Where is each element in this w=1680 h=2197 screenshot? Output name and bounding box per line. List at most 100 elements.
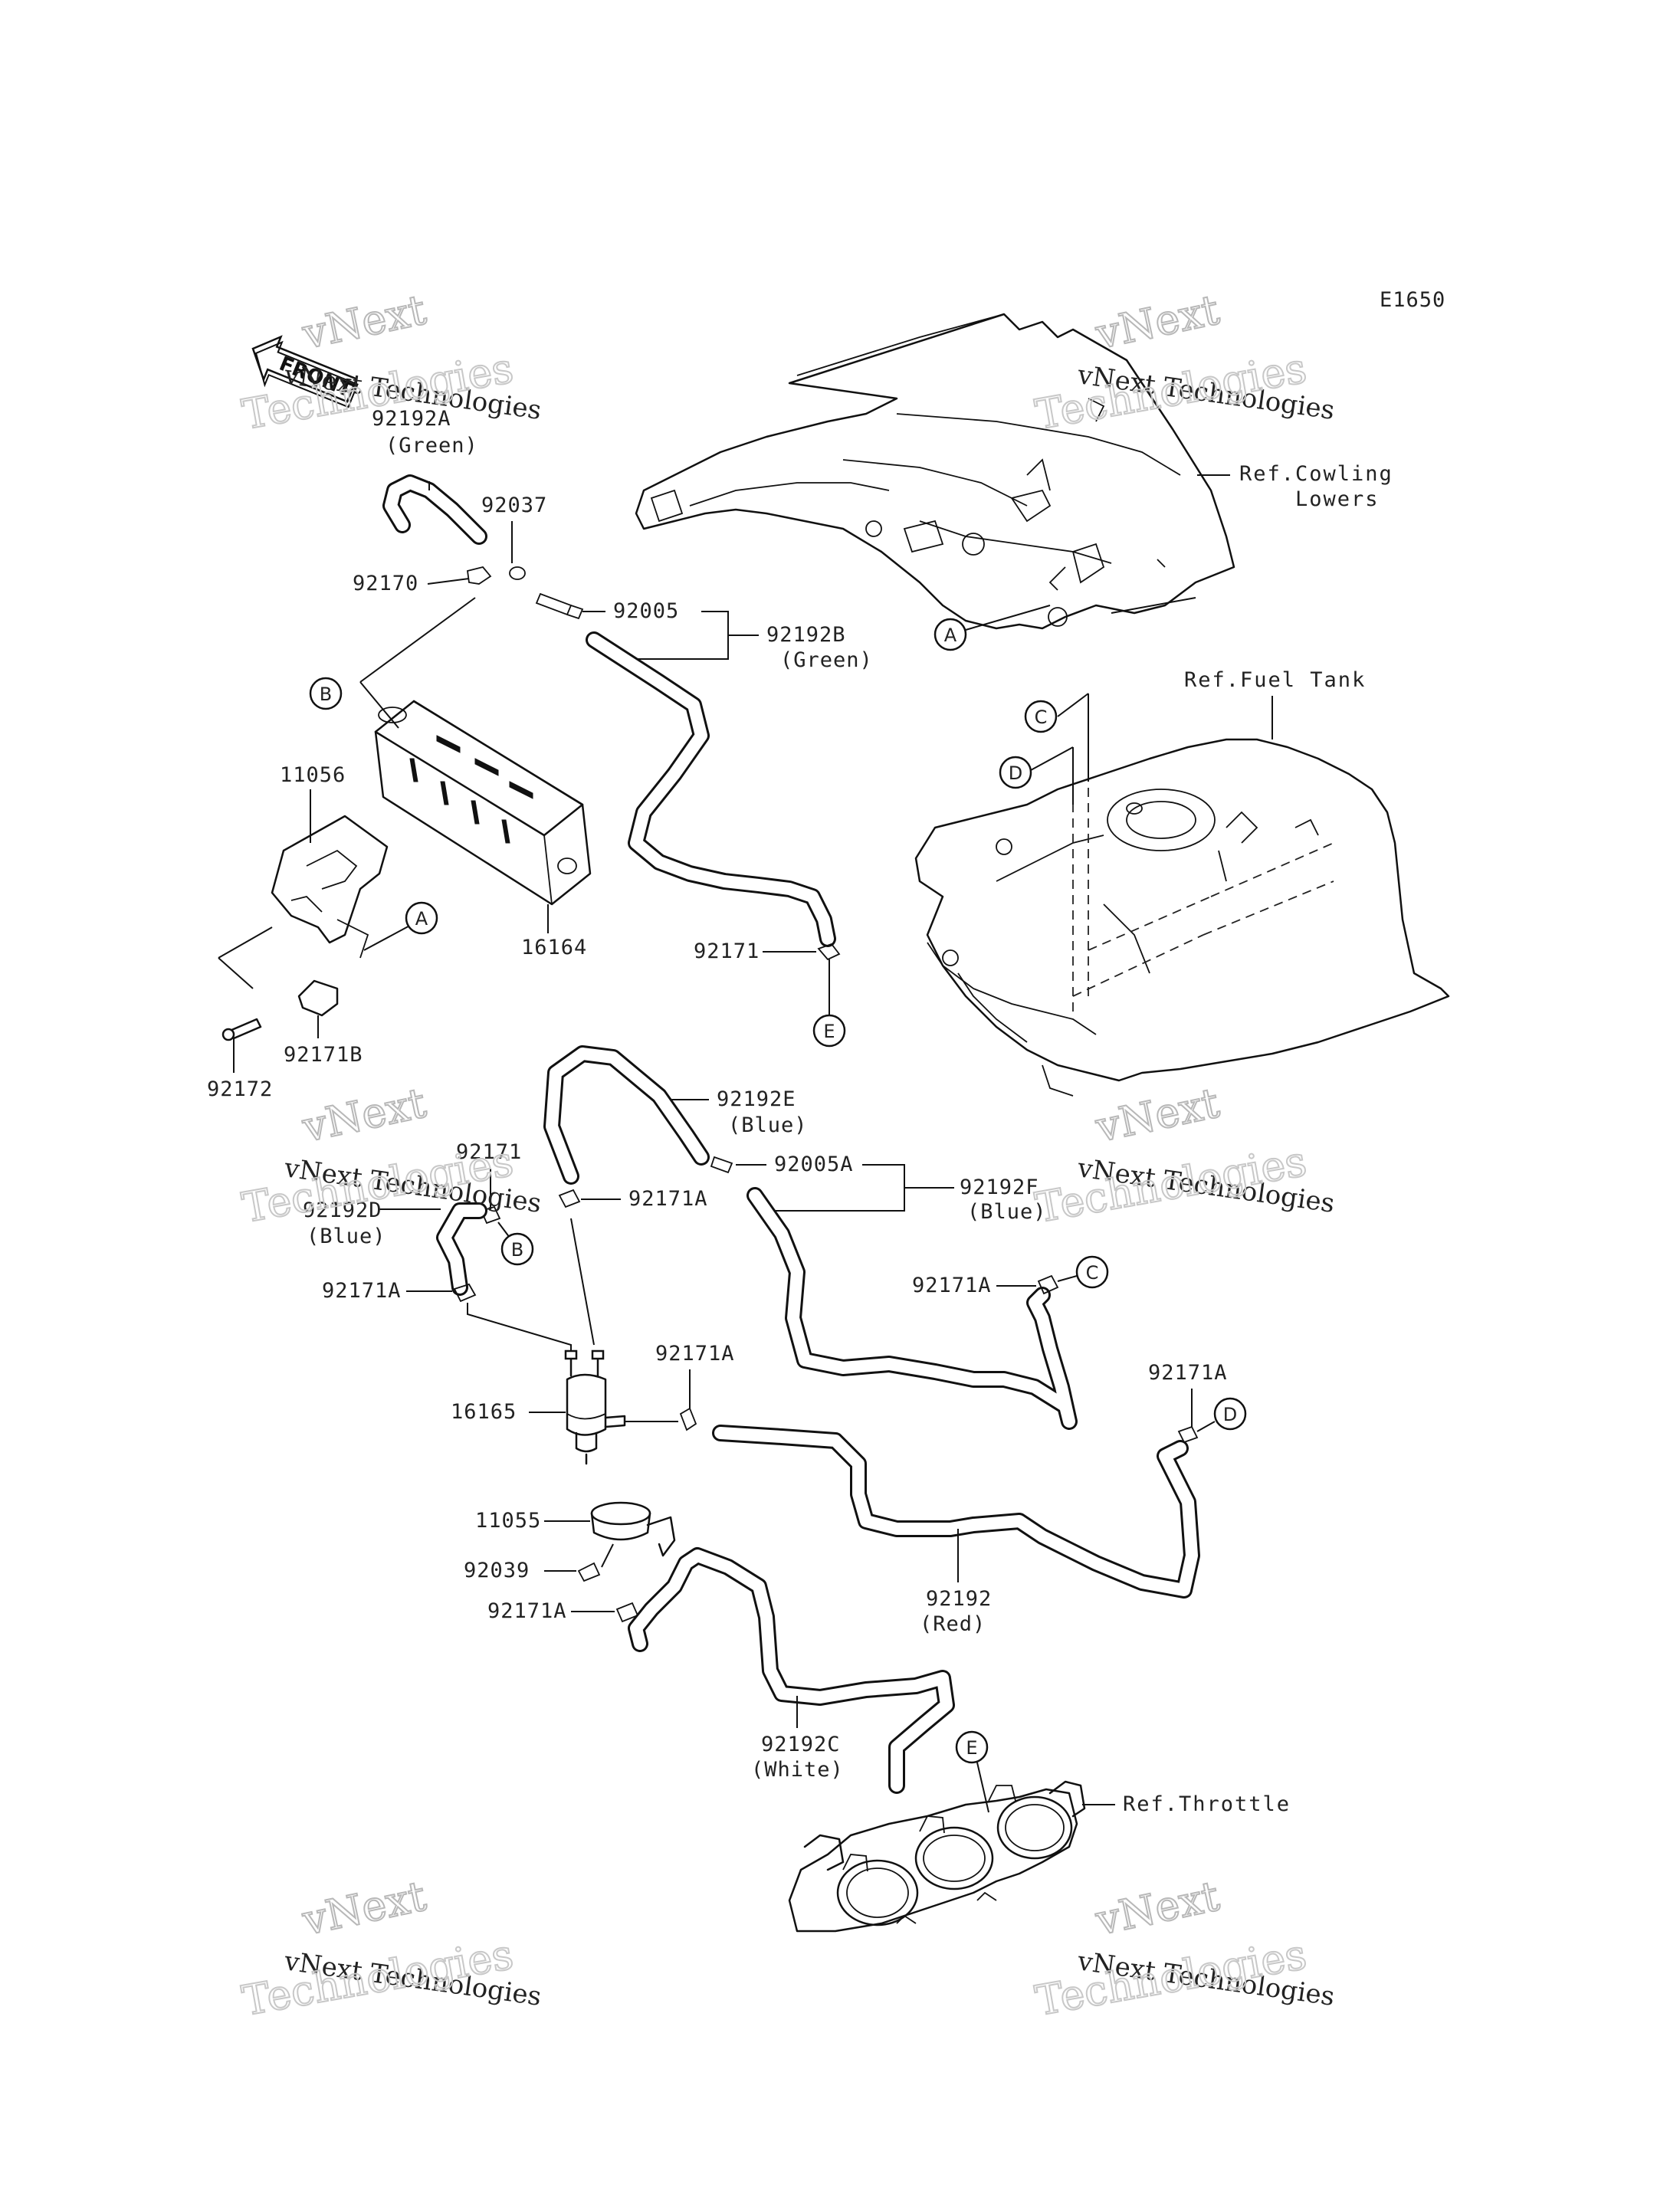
label-92192f-color: (Blue) xyxy=(967,1200,1047,1224)
clip-92171-top xyxy=(817,943,841,961)
canister-leader-1 xyxy=(359,597,476,683)
svg-text:vNext: vNext xyxy=(1091,285,1224,359)
watermark-bottom-left: vNext vNext Technologies Technologies xyxy=(238,1871,543,2025)
fuel-tank-part xyxy=(914,738,1450,1097)
connector-c-mid-leader xyxy=(1057,1275,1078,1282)
label-92171a-4: 92171A xyxy=(655,1342,735,1366)
label-92170: 92170 xyxy=(353,572,418,595)
hose-92192 xyxy=(712,1425,1200,1599)
svg-text:vNext: vNext xyxy=(298,1871,431,1945)
connector-e-bottom-leader xyxy=(976,1762,989,1813)
svg-text:Technologies: Technologies xyxy=(1032,1137,1310,1232)
label-92171a-2: 92171A xyxy=(322,1279,402,1303)
svg-text:vNext: vNext xyxy=(298,285,431,359)
svg-text:Technologies: Technologies xyxy=(1032,344,1310,439)
label-92005a: 92005A xyxy=(774,1153,854,1176)
label-92192-color: (Red) xyxy=(920,1612,986,1636)
connector-e-bottom: E xyxy=(955,1730,989,1764)
ref-cowling-line2: Lowers xyxy=(1295,487,1380,511)
hose-92192d xyxy=(436,1202,487,1296)
label-11055: 11055 xyxy=(475,1509,541,1533)
ref-cowling-line1: Ref.Cowling xyxy=(1239,462,1393,486)
connector-d-tank: D xyxy=(999,756,1032,789)
svg-text:A: A xyxy=(944,625,957,646)
svg-text:vNext: vNext xyxy=(298,1078,431,1152)
clip-92171-mid xyxy=(480,1205,501,1225)
connector-d-tank-leader xyxy=(1030,746,1074,771)
clip-92171b xyxy=(297,979,339,1017)
connector-e-top: E xyxy=(812,1014,846,1048)
label-92171-top: 92171 xyxy=(694,939,760,963)
connector-a-leader xyxy=(965,605,1051,631)
label-92172: 92172 xyxy=(207,1077,273,1101)
hose-92192f xyxy=(746,1187,1078,1430)
filter-inlet-leader-2 xyxy=(570,1218,595,1346)
92171b-leader-a xyxy=(218,926,273,959)
washer-92037 xyxy=(509,566,526,580)
label-92192b-color: (Green) xyxy=(780,648,873,672)
hose-92192a xyxy=(382,474,487,545)
watermark-bottom-right: vNext vNext Technologies Technologies xyxy=(1031,1871,1336,2025)
connector-b-top: B xyxy=(309,677,343,710)
fitting-92005a xyxy=(710,1156,733,1174)
separator-16165 xyxy=(564,1349,626,1465)
label-92171a-3: 92171A xyxy=(912,1274,992,1297)
label-92192c: 92192C xyxy=(761,1733,841,1756)
svg-text:D: D xyxy=(1009,762,1022,784)
label-16164: 16164 xyxy=(521,936,587,959)
label-11056: 11056 xyxy=(280,763,346,787)
svg-text:Technologies: Technologies xyxy=(1032,1930,1310,2025)
label-92171a-5: 92171A xyxy=(1148,1361,1228,1385)
throttle-body-part xyxy=(788,1780,1086,1933)
clip-92171a-d xyxy=(1177,1425,1199,1444)
label-92192: 92192 xyxy=(926,1587,992,1611)
connector-b-mid: B xyxy=(500,1232,534,1266)
svg-text:B: B xyxy=(511,1239,523,1261)
screw-92039 xyxy=(577,1562,601,1582)
svg-text:vNext: vNext xyxy=(1091,1871,1224,1945)
svg-text:vNext: vNext xyxy=(1091,1078,1224,1152)
svg-text:A: A xyxy=(415,908,428,930)
label-92192e-color: (Blue) xyxy=(728,1113,808,1137)
label-92005: 92005 xyxy=(613,599,679,623)
svg-text:C: C xyxy=(1035,707,1048,728)
clamp-11055 xyxy=(590,1501,676,1557)
clamp-92170 xyxy=(467,566,492,585)
connector-a-left: A xyxy=(405,901,438,935)
fitting-92005 xyxy=(535,592,573,616)
diagram-code: E1650 xyxy=(1380,288,1445,312)
label-92192a: 92192A xyxy=(372,407,451,431)
connector-b-mid-leader xyxy=(497,1221,510,1238)
watermark-top-right: vNext vNext Technologies Technologies xyxy=(1031,284,1336,439)
svg-text:E: E xyxy=(966,1737,977,1759)
label-92171-mid: 92171 xyxy=(456,1140,522,1164)
connector-c-mid: C xyxy=(1075,1255,1109,1289)
svg-text:C: C xyxy=(1086,1262,1099,1284)
clip-92171a-c xyxy=(1037,1274,1059,1295)
connector-a-left-leader xyxy=(363,923,415,951)
label-92171a-6: 92171A xyxy=(487,1599,567,1623)
connector-d-mid-leader xyxy=(1196,1421,1216,1432)
label-16165: 16165 xyxy=(451,1400,517,1424)
filter-inlet-leader xyxy=(467,1303,572,1356)
canister-leader-2 xyxy=(359,681,399,729)
label-92192e: 92192E xyxy=(717,1087,796,1111)
92171b-leader-b xyxy=(218,957,254,989)
ref-fuel-tank: Ref.Fuel Tank xyxy=(1184,668,1366,692)
label-92039: 92039 xyxy=(464,1559,530,1582)
clip-92171a-4 xyxy=(679,1407,697,1431)
connector-c-tank: C xyxy=(1024,700,1058,733)
hose-92192c xyxy=(628,1547,955,1794)
clip-92171a-2 xyxy=(453,1283,477,1303)
svg-text:Technologies: Technologies xyxy=(238,1930,517,2025)
label-92192a-color: (Green) xyxy=(386,434,478,457)
92039-to-clamp xyxy=(601,1543,614,1568)
cowling-lowers-part xyxy=(635,313,1235,630)
label-92192c-color: (White) xyxy=(751,1758,844,1782)
label-92192d: 92192D xyxy=(303,1199,382,1222)
connector-a-cowling: A xyxy=(934,618,967,651)
svg-text:D: D xyxy=(1223,1404,1237,1425)
bracket-11056 xyxy=(271,815,389,959)
label-92171b: 92171B xyxy=(284,1043,363,1067)
